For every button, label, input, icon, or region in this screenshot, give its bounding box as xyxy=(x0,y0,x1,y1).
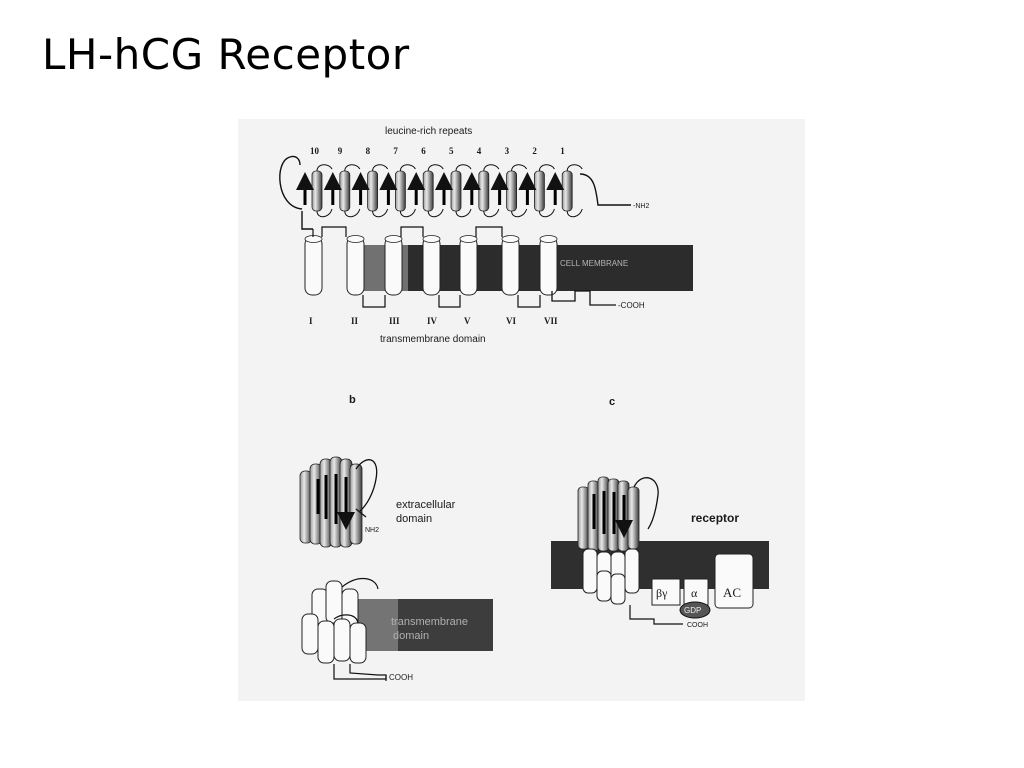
cterm-label: -COOH xyxy=(618,301,645,310)
extracellular-domain-cluster xyxy=(299,456,378,548)
helix-numeral: V xyxy=(464,316,471,326)
nh2-label: NH2 xyxy=(365,527,379,534)
tm-helix xyxy=(346,236,365,296)
g-beta-gamma-box xyxy=(651,578,681,606)
tm-helix xyxy=(539,236,558,296)
tm-loop xyxy=(438,295,461,308)
gdp-ellipse xyxy=(679,601,711,619)
tm-label-line1: transmembrane xyxy=(391,616,468,628)
lrr-helix xyxy=(339,170,351,212)
nterm-label: -NH2 xyxy=(633,203,649,210)
panel-c: c receptor βγ α GDP AC COOH xyxy=(551,396,769,629)
transmembrane-domain-label: transmembrane domain xyxy=(380,334,486,345)
repeat-number: 10 xyxy=(310,146,320,156)
receptor-label: receptor xyxy=(691,511,739,525)
helix-numeral: IV xyxy=(427,316,438,326)
transmembrane-helices xyxy=(304,226,558,308)
panel-b: b extracellular domain NH2 transmembrane… xyxy=(299,394,493,682)
tm-loop xyxy=(517,295,541,308)
helix-numeral: III xyxy=(389,316,400,326)
lrr-helix xyxy=(311,170,323,212)
helix-numeral: I xyxy=(309,316,313,326)
repeat-number: 6 xyxy=(421,146,426,156)
repeat-number: 4 xyxy=(477,146,482,156)
tm-loop xyxy=(400,226,424,237)
repeat-number: 1 xyxy=(560,146,565,156)
membrane-label: CELL MEMBRANE xyxy=(560,259,628,268)
helix-numeral: VI xyxy=(506,316,516,326)
panel-b-cooh-label: COOH xyxy=(389,673,413,682)
nterm-tail xyxy=(579,173,631,206)
lrr-helix xyxy=(478,170,490,212)
hinge-connector xyxy=(301,211,313,230)
lrr-helix xyxy=(533,170,545,212)
gdp-label: GDP xyxy=(684,606,701,615)
alpha-label: α xyxy=(691,586,698,600)
repeat-numbers: 10 9 8 7 6 5 4 3 2 1 xyxy=(310,146,565,156)
lrr-helix xyxy=(367,170,379,212)
lrr-helix xyxy=(450,170,462,212)
leucine-rich-repeats-label: leucine-rich repeats xyxy=(385,126,472,137)
tm-helix xyxy=(422,236,441,296)
panel-a: leucine-rich repeats 10 9 8 7 6 5 4 3 2 1 -NH2 CE… xyxy=(279,126,693,345)
tm-helix xyxy=(459,236,478,296)
slide-title: LH-hCG Receptor xyxy=(42,30,410,79)
panel-b-letter: b xyxy=(349,394,356,406)
repeat-number: 7 xyxy=(393,146,398,156)
helix-numeral: II xyxy=(351,316,359,326)
panel-c-letter: c xyxy=(609,396,615,408)
extracellular-label-line2: domain xyxy=(396,513,432,525)
beta-gamma-label: βγ xyxy=(656,586,668,600)
tm-helix xyxy=(384,236,403,296)
lrr-helix xyxy=(561,170,573,212)
repeat-number: 8 xyxy=(366,146,371,156)
tm-label-line2: domain xyxy=(393,630,429,642)
ac-label: AC xyxy=(723,585,741,600)
lrr-helix xyxy=(506,170,518,212)
tm-loop xyxy=(475,226,503,237)
receptor-diagram-figure: leucine-rich repeats 10 9 8 7 6 5 4 3 2 1 -NH2 CE… xyxy=(238,119,805,701)
repeat-number: 5 xyxy=(449,146,454,156)
lrr-helix xyxy=(394,170,406,212)
nterm-loop-left xyxy=(279,155,303,210)
extracellular-label-line1: extracellular xyxy=(396,499,456,511)
leucine-rich-repeat-units xyxy=(296,164,583,218)
repeat-number: 3 xyxy=(505,146,510,156)
panel-b-tm-helices xyxy=(301,578,379,664)
tm-loop xyxy=(362,295,386,308)
repeat-number: 9 xyxy=(338,146,343,156)
tm-helix xyxy=(304,236,323,296)
panel-c-cooh-label: COOH xyxy=(687,622,708,629)
tm-loop xyxy=(321,226,347,237)
adenylyl-cyclase-box xyxy=(714,553,754,609)
tm-helix xyxy=(501,236,520,296)
repeat-number: 2 xyxy=(532,146,537,156)
panel-c-receptor-cluster xyxy=(577,476,659,605)
helix-numeral: VII xyxy=(544,316,558,326)
cterm-tail xyxy=(551,290,616,306)
lrr-helix xyxy=(422,170,434,212)
